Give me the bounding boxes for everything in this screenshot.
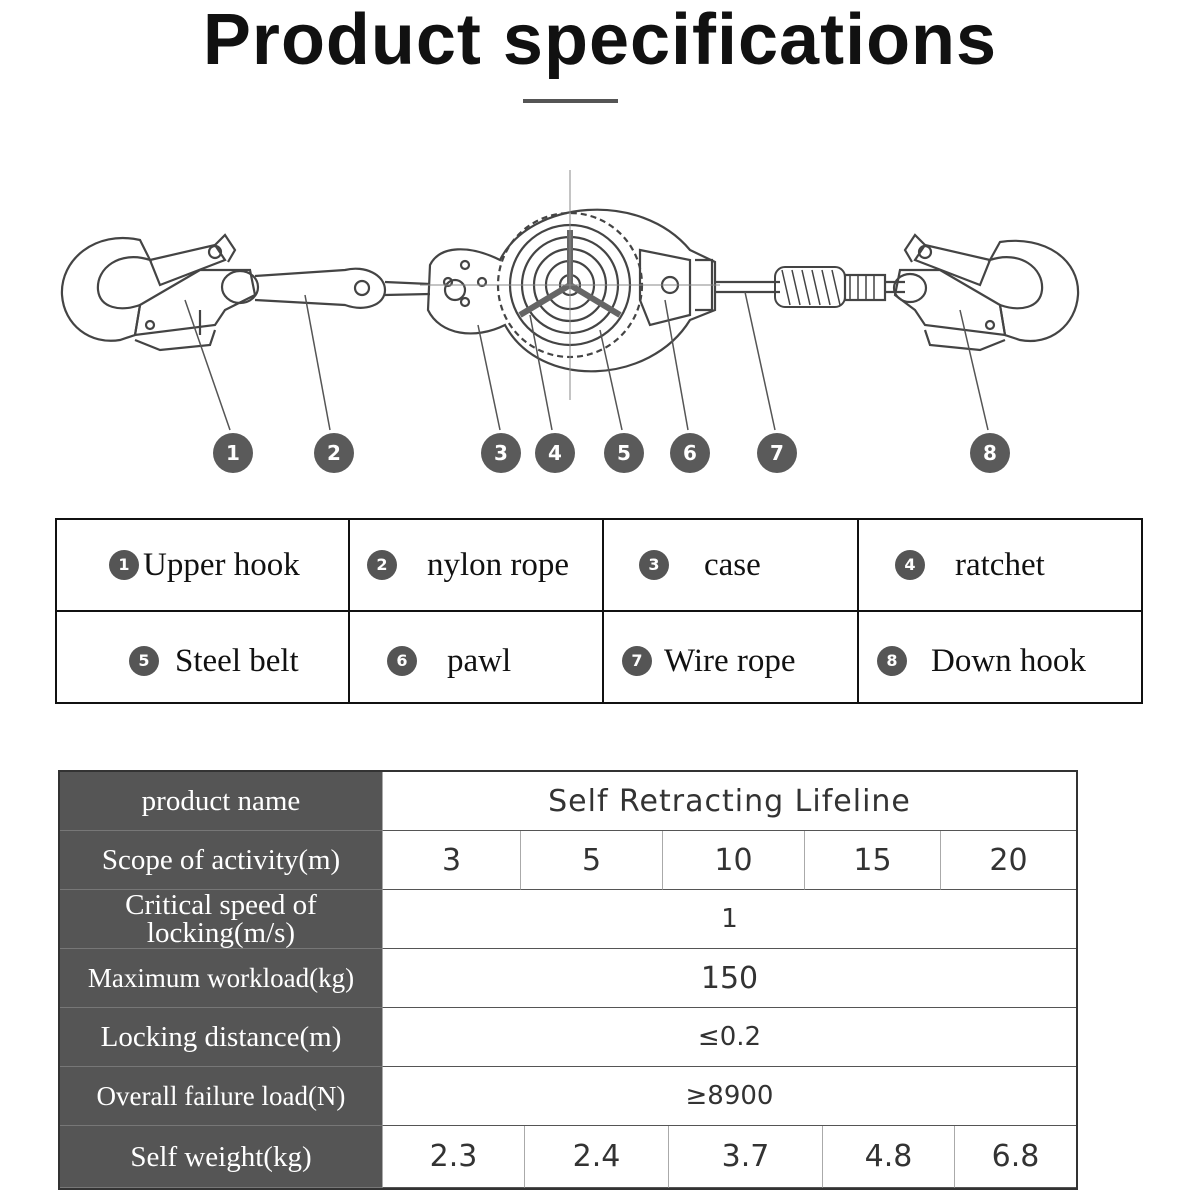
spec-row-critical-speed: Critical speed of locking(m/s) 1	[60, 890, 1076, 949]
part-label-8: Down hook	[931, 642, 1086, 679]
spec-value: 150	[382, 949, 1076, 1008]
spec-value: ≥8900	[382, 1067, 1076, 1126]
callout-7: 7	[757, 433, 797, 473]
callout-5: 5	[604, 433, 644, 473]
part-label-4: ratchet	[955, 546, 1045, 583]
spec-row-scope: Scope of activity(m) 3 5 10 15 20	[60, 831, 1076, 890]
spec-value: 5	[520, 831, 662, 890]
part-number-6: 6	[387, 646, 417, 676]
part-cell-4: 4 ratchet	[895, 520, 1045, 610]
page-title: Product specifications	[202, 0, 998, 80]
spec-label: Maximum workload(kg)	[60, 949, 382, 1008]
part-cell-2: 2 nylon rope	[367, 520, 569, 610]
part-number-7: 7	[622, 646, 652, 676]
spec-row-max-workload: Maximum workload(kg) 150	[60, 949, 1076, 1008]
part-cell-3: 3 case	[639, 520, 761, 610]
spec-row-failure-load: Overall failure load(N) ≥8900	[60, 1067, 1076, 1126]
spec-value: 2.3	[382, 1126, 524, 1188]
spec-row-locking-distance: Locking distance(m) ≤0.2	[60, 1008, 1076, 1067]
spec-row-product-name: product name Self Retracting Lifeline	[60, 772, 1076, 831]
spec-row-self-weight: Self weight(kg) 2.3 2.4 3.7 4.8 6.8	[60, 1126, 1076, 1188]
leader-lines	[184, 291, 989, 431]
spec-value: 2.4	[524, 1126, 668, 1188]
spec-label: Overall failure load(N)	[60, 1067, 382, 1126]
part-label-5: Steel belt	[175, 642, 299, 679]
lifeline-drawing	[60, 170, 1080, 431]
part-number-3: 3	[639, 550, 669, 580]
spec-label: Critical speed of locking(m/s)	[60, 890, 382, 949]
callout-3: 3	[481, 433, 521, 473]
spec-value: 10	[662, 831, 804, 890]
part-number-4: 4	[895, 550, 925, 580]
spec-label: product name	[60, 772, 382, 831]
part-label-2: nylon rope	[427, 546, 570, 583]
upper-hook-drawing	[60, 233, 257, 352]
spec-value: 20	[940, 831, 1076, 890]
callout-2: 2	[314, 433, 354, 473]
spec-value: 6.8	[954, 1126, 1076, 1188]
spec-value: 15	[804, 831, 940, 890]
spec-value: 1	[382, 890, 1076, 949]
part-cell-8: 8 Down hook	[877, 616, 1086, 706]
spec-label: Scope of activity(m)	[60, 831, 382, 890]
spec-value: ≤0.2	[382, 1008, 1076, 1067]
part-label-6: pawl	[447, 642, 512, 679]
part-cell-5: 5 Steel belt	[129, 616, 299, 706]
callout-1: 1	[213, 433, 253, 473]
title-underline	[523, 99, 618, 103]
part-number-2: 2	[367, 550, 397, 580]
spec-value: 4.8	[822, 1126, 954, 1188]
part-number-8: 8	[877, 646, 907, 676]
part-cell-7: 7 Wire rope	[622, 616, 796, 706]
case-drawing	[420, 170, 720, 400]
part-cell-1: 1 Upper hook	[109, 520, 300, 610]
parts-legend-table: 1 Upper hook 2 nylon rope 3 case 4 ratch…	[55, 518, 1143, 704]
part-label-3: case	[704, 546, 761, 583]
nylon-rope-drawing	[220, 267, 431, 309]
spec-table: product name Self Retracting Lifeline Sc…	[58, 770, 1078, 1190]
part-cell-6: 6 pawl	[387, 616, 511, 706]
spec-value: 3	[382, 831, 520, 890]
spec-label: Self weight(kg)	[60, 1126, 382, 1188]
callout-4: 4	[535, 433, 575, 473]
lifeline-diagram: 1 2 3 4 5 6 7 8	[0, 150, 1200, 510]
callout-8: 8	[970, 433, 1010, 473]
part-number-1: 1	[109, 550, 139, 580]
spec-label: Locking distance(m)	[60, 1008, 382, 1067]
down-hook-drawing	[892, 233, 1080, 352]
spec-value: 3.7	[668, 1126, 822, 1188]
callout-6: 6	[670, 433, 710, 473]
part-label-1: Upper hook	[143, 546, 300, 583]
spec-value: Self Retracting Lifeline	[382, 772, 1076, 831]
part-number-5: 5	[129, 646, 159, 676]
wire-rope-drawing	[715, 266, 905, 308]
part-label-7: Wire rope	[664, 642, 796, 679]
